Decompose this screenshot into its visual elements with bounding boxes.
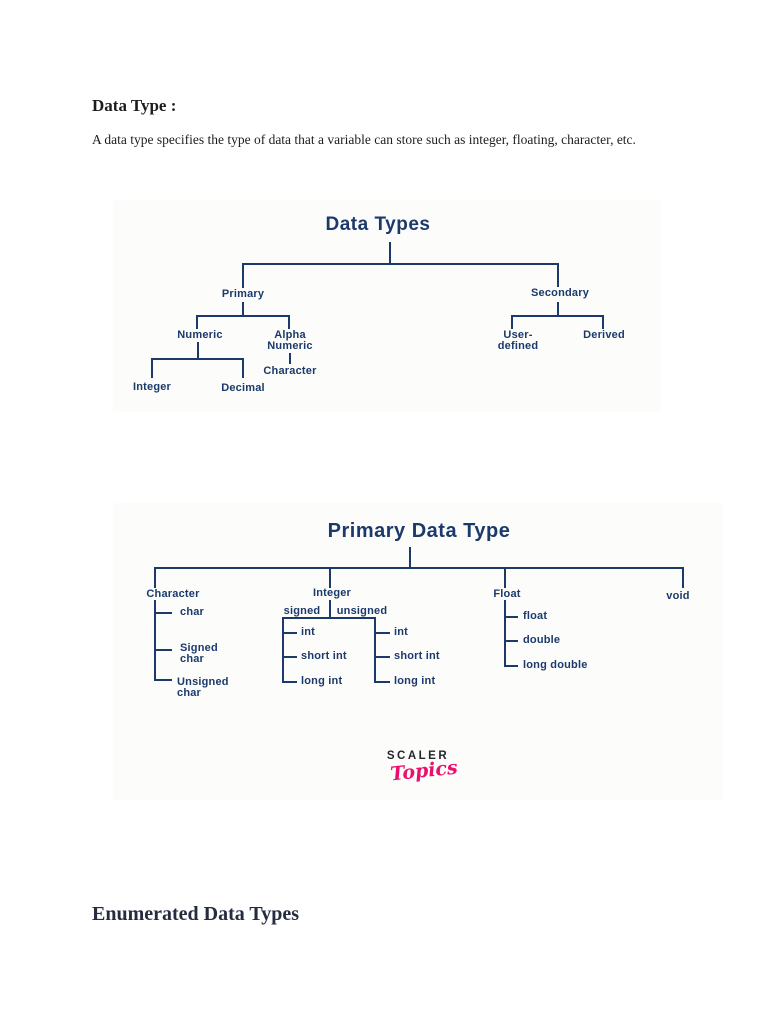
node-decimal: Decimal: [221, 382, 265, 394]
scaler-logo-text: SCALER: [386, 750, 450, 762]
node-signed-int: int: [301, 626, 316, 638]
node-signed-char: Signed char: [180, 642, 218, 665]
node-signed-long-int: long int: [301, 675, 343, 687]
node-float: float: [523, 610, 548, 622]
page-title: Data Type :: [92, 96, 177, 116]
node-derived: Derived: [583, 329, 625, 341]
intro-paragraph: A data type specifies the type of data t…: [92, 131, 636, 147]
node-unsigned-long-int: long int: [394, 675, 436, 687]
node-unsigned-short-int: short int: [394, 650, 440, 662]
node-double: double: [523, 634, 561, 646]
node-user-defined: User- defined: [497, 329, 539, 352]
node-primary: Primary: [221, 288, 265, 300]
enumerated-data-types-heading: Enumerated Data Types: [92, 902, 300, 925]
node-char: char: [180, 606, 205, 618]
primary-data-type-diagram-panel: [113, 503, 723, 800]
node-long-double: long double: [523, 659, 588, 671]
node-alpha-numeric: Alpha Numeric: [267, 329, 313, 352]
node-secondary: Secondary: [530, 287, 590, 299]
node-void: void: [666, 590, 690, 602]
data-types-diagram-panel: [113, 200, 661, 412]
data-types-diagram-title: Data Types: [325, 214, 431, 235]
node-float-group: Float: [493, 588, 521, 600]
node-unsigned-char: Unsigned char: [177, 676, 229, 699]
node-signed-short-int: short int: [301, 650, 347, 662]
node-integer-group: Integer: [312, 587, 352, 599]
node-unsigned: unsigned: [336, 605, 388, 617]
primary-data-type-tree-lines: [154, 547, 684, 683]
node-character-group: Character: [146, 588, 200, 600]
data-types-tree-lines: [151, 242, 604, 378]
node-numeric: Numeric: [177, 329, 223, 341]
node-character: Character: [263, 365, 317, 377]
primary-data-type-diagram-title: Primary Data Type: [327, 520, 511, 542]
node-integer: Integer: [132, 381, 172, 393]
node-signed: signed: [283, 605, 321, 617]
node-unsigned-int: int: [394, 626, 409, 638]
